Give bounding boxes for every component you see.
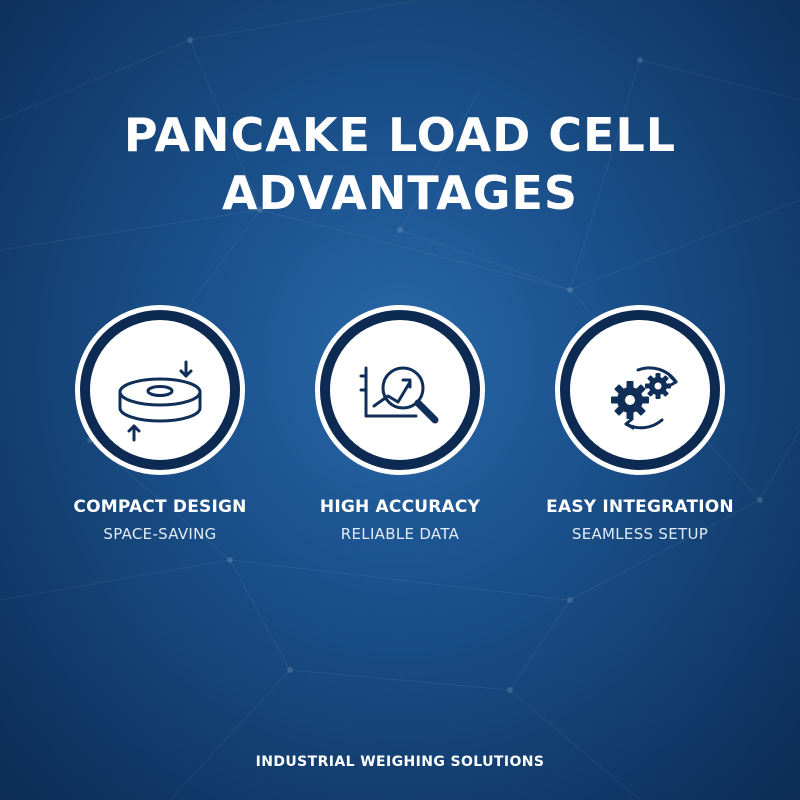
feature-compact-design: COMPACT DESIGN SPACE-SAVING [40,305,280,543]
feature-icon-disc [90,320,230,460]
page-title-line-1: PANCAKE LOAD CELL [123,108,677,162]
page-title: PANCAKE LOAD CELL ADVANTAGES [0,106,800,222]
page-title-line-2: ADVANTAGES [221,166,579,220]
feature-subtitle: SPACE-SAVING [103,525,217,543]
feature-subtitle: RELIABLE DATA [340,525,460,543]
feature-icon-disc [330,320,470,460]
feature-icon-ring [75,305,245,475]
feature-icon-ring [555,305,725,475]
feature-subtitle: SEAMLESS SETUP [571,525,709,543]
chart-magnifier-icon [359,366,439,424]
feature-easy-integration: EASY INTEGRATION SEAMLESS SETUP [520,305,760,543]
feature-title: HIGH ACCURACY [319,497,481,517]
feature-icon-disc [570,320,710,460]
footer-tagline: INDUSTRIAL WEIGHING SOLUTIONS [255,754,545,770]
feature-title: EASY INTEGRATION [546,497,734,517]
feature-title: COMPACT DESIGN [73,497,247,517]
gears-cycle-icon [611,366,678,430]
feature-high-accuracy: HIGH ACCURACY RELIABLE DATA [280,305,520,543]
feature-icon-ring [315,305,485,475]
load-cell-icon [118,360,202,442]
